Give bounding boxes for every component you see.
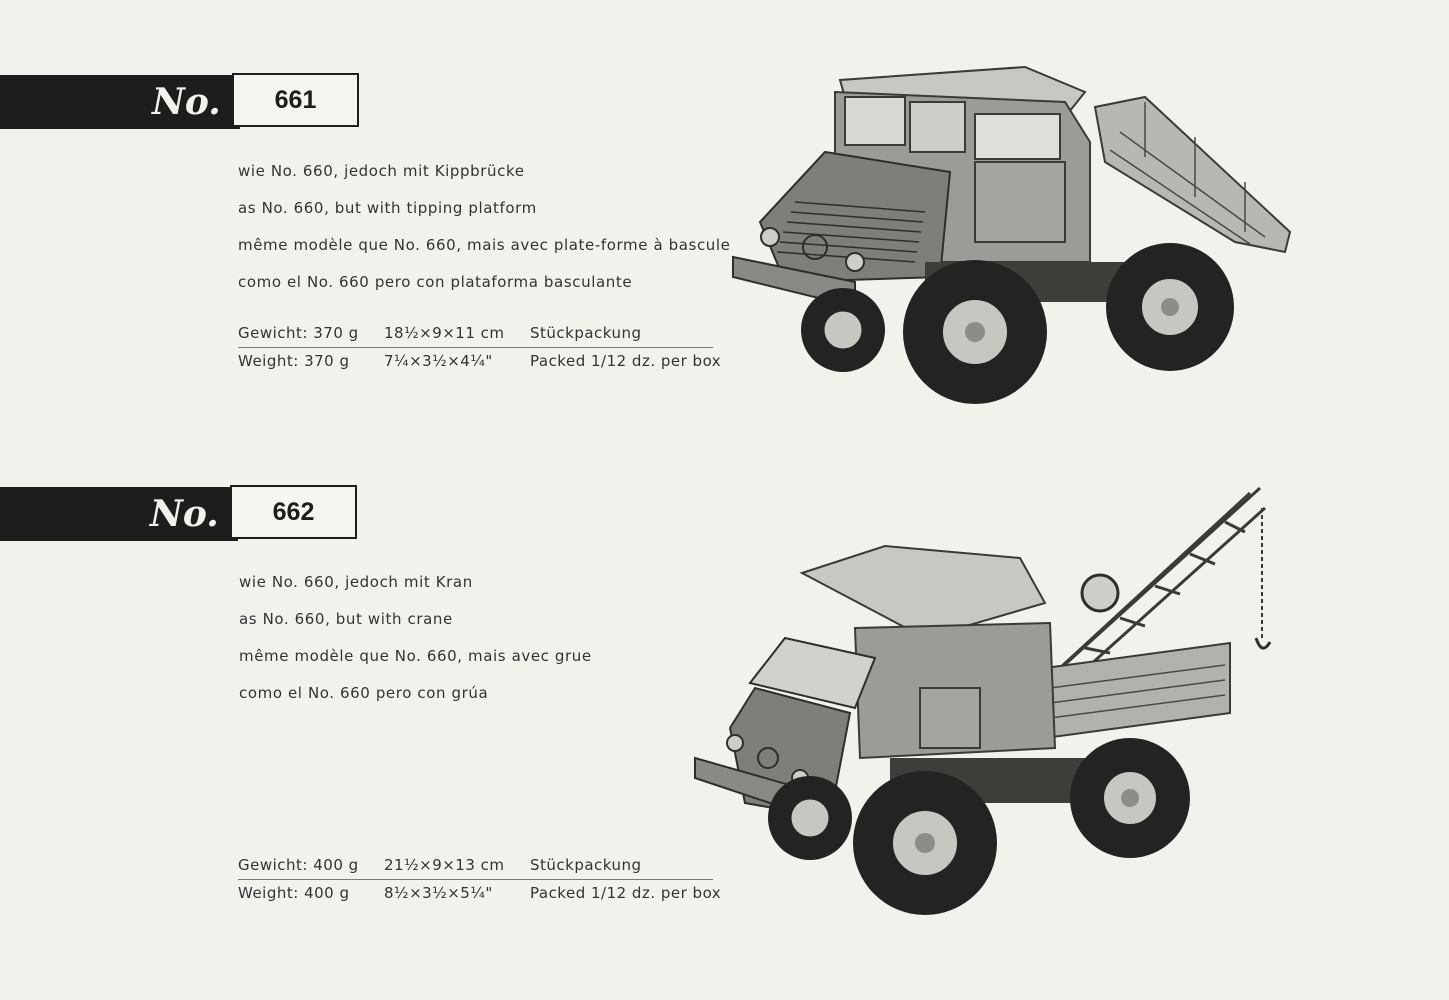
size-imperial: 8½×3½×5¼" — [384, 884, 493, 902]
description-german: wie No. 660, jedoch mit Kippbrücke — [238, 162, 525, 180]
spec-row-german: Gewicht: 370 g 18½×9×11 cm Stückpackung — [238, 320, 713, 348]
weight-english: Weight: 400 g — [238, 884, 350, 902]
description-english: as No. 660, but with crane — [239, 610, 453, 628]
weight-english: Weight: 370 g — [238, 352, 350, 370]
packing-german: Stückpackung — [530, 324, 642, 342]
packing-english: Packed 1/12 dz. per box — [530, 884, 722, 902]
description: wie No. 660, jedoch mit Kran as No. 660,… — [239, 564, 592, 712]
no-label: No. — [152, 81, 221, 123]
item-number: 661 — [232, 73, 359, 127]
description: wie No. 660, jedoch mit Kippbrücke as No… — [238, 153, 731, 301]
number-banner: No. — [0, 75, 240, 129]
spec-row-english: Weight: 370 g 7¼×3½×4¼" Packed 1/12 dz. … — [238, 348, 721, 375]
wheel — [853, 771, 997, 915]
description-german: wie No. 660, jedoch mit Kran — [239, 573, 473, 591]
description-spanish: como el No. 660 pero con plataforma basc… — [238, 273, 633, 291]
size-metric: 21½×9×13 cm — [384, 856, 505, 874]
spec-table: Gewicht: 400 g 21½×9×13 cm Stückpackung … — [238, 852, 721, 907]
spec-row-english: Weight: 400 g 8½×3½×5¼" Packed 1/12 dz. … — [238, 880, 721, 907]
wheel — [768, 776, 852, 860]
description-french: même modèle que No. 660, mais avec grue — [239, 647, 592, 665]
description-english: as No. 660, but with tipping platform — [238, 199, 537, 217]
spec-row-german: Gewicht: 400 g 21½×9×13 cm Stückpackung — [238, 852, 713, 880]
unimog-tipper-truck-illustration — [732, 65, 1292, 404]
size-imperial: 7¼×3½×4¼" — [384, 352, 493, 370]
unimog-crane-truck-illustration — [694, 486, 1272, 915]
wheel — [801, 288, 885, 372]
wheel — [1106, 243, 1234, 371]
packing-english: Packed 1/12 dz. per box — [530, 352, 722, 370]
wheel — [903, 260, 1047, 404]
wheel — [1070, 738, 1190, 858]
number-banner: No. — [0, 487, 238, 541]
weight-german: Gewicht: 370 g — [238, 324, 359, 342]
packing-german: Stückpackung — [530, 856, 642, 874]
spec-table: Gewicht: 370 g 18½×9×11 cm Stückpackung … — [238, 320, 721, 375]
weight-german: Gewicht: 400 g — [238, 856, 359, 874]
size-metric: 18½×9×11 cm — [384, 324, 505, 342]
description-french: même modèle que No. 660, mais avec plate… — [238, 236, 731, 254]
description-spanish: como el No. 660 pero con grúa — [239, 684, 489, 702]
item-number: 662 — [230, 485, 357, 539]
no-label: No. — [150, 493, 219, 535]
